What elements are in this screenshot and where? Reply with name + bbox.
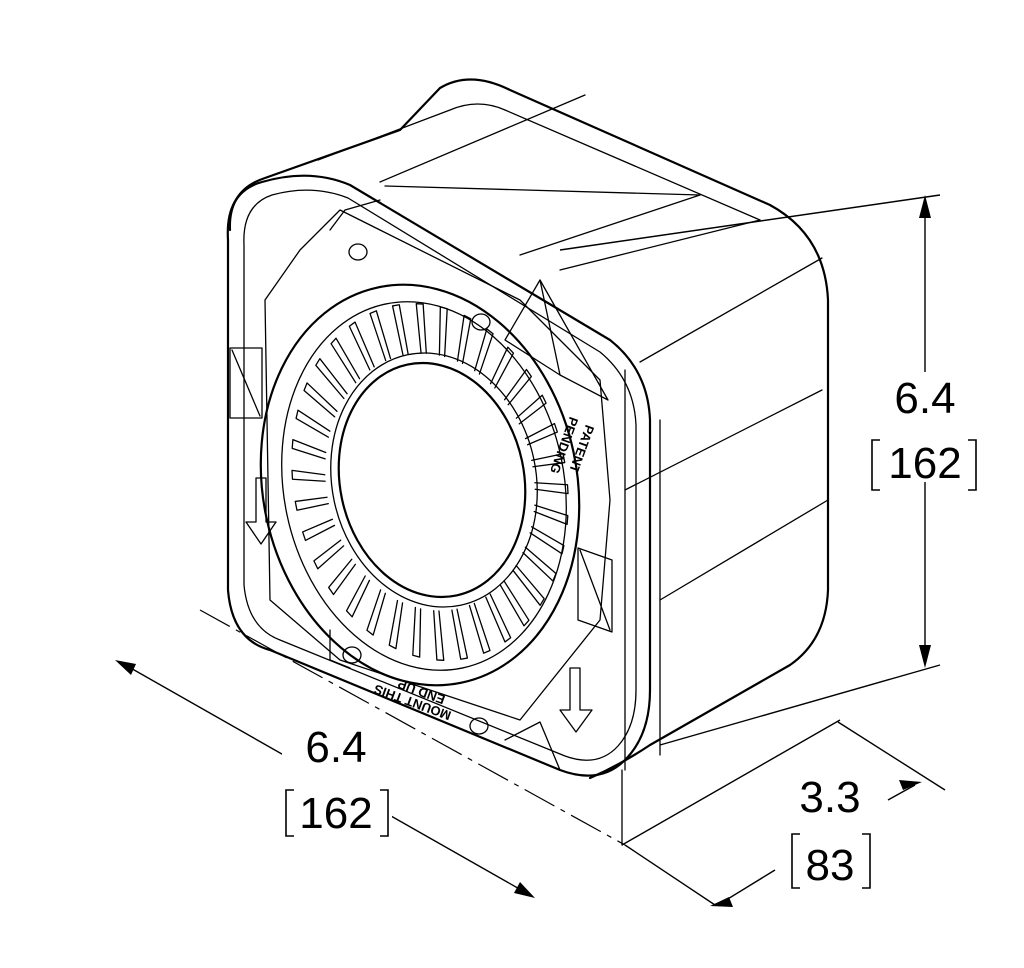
cooling-fin xyxy=(522,546,557,582)
mounting-hole-top-left xyxy=(348,243,368,261)
cooling-fin xyxy=(366,589,386,636)
arrow-down-icon xyxy=(245,477,277,545)
cooling-fin xyxy=(499,580,530,627)
mounting-hole-bottom-right xyxy=(469,717,489,735)
cooling-fin xyxy=(456,314,472,365)
cooling-fin xyxy=(524,422,558,446)
mounting-hole-top-right xyxy=(471,313,491,331)
housing-body xyxy=(228,78,830,780)
cooling-fin xyxy=(295,409,331,438)
cooling-fin xyxy=(474,328,494,375)
width-inches: 6.4 xyxy=(305,723,366,772)
cooling-fin xyxy=(503,368,532,406)
mount-direction-arrows xyxy=(245,477,593,733)
cooling-fin xyxy=(330,337,361,384)
cooling-fin xyxy=(531,453,566,468)
cooling-fin xyxy=(291,469,326,482)
cooling-fin xyxy=(415,303,427,354)
cooling-fin xyxy=(533,504,569,526)
cooling-fin xyxy=(313,539,345,570)
cooling-fin xyxy=(294,496,329,511)
cooling-fin xyxy=(438,306,448,358)
depth-dimension xyxy=(621,719,946,907)
cooling-fin xyxy=(388,599,404,650)
cooling-fin xyxy=(315,358,348,400)
cooling-fin xyxy=(328,558,357,596)
width-mm: 162 xyxy=(299,789,372,838)
cooling-fin xyxy=(369,310,392,362)
arrow-down-icon xyxy=(559,667,593,733)
center-opening xyxy=(337,361,527,599)
cooling-fins xyxy=(291,303,569,661)
height-inches: 6.4 xyxy=(894,374,955,423)
cooling-fin xyxy=(529,526,565,555)
cooling-fin xyxy=(348,321,375,371)
cooling-fin xyxy=(345,575,371,618)
cooling-fin xyxy=(302,518,336,542)
depth-mm: 83 xyxy=(806,841,855,890)
cooling-fin xyxy=(451,608,469,660)
cooling-fin xyxy=(303,382,338,418)
height-dimension xyxy=(559,194,941,746)
cooling-fin xyxy=(515,394,547,425)
cooling-fin xyxy=(412,606,422,658)
cooling-fin xyxy=(391,304,409,356)
cooling-fin xyxy=(512,564,545,606)
mounting-hole-bottom-left xyxy=(342,646,362,664)
corner-tabs xyxy=(229,199,613,771)
front-face xyxy=(226,174,652,777)
cooling-fin xyxy=(534,482,569,495)
depth-inches: 3.3 xyxy=(799,773,860,822)
cooling-fin xyxy=(433,610,445,661)
height-mm: 162 xyxy=(888,439,961,488)
cooling-fin xyxy=(489,346,515,389)
cooling-fin xyxy=(485,593,512,643)
cooling-fin xyxy=(291,438,327,460)
cooling-fin xyxy=(468,602,491,654)
